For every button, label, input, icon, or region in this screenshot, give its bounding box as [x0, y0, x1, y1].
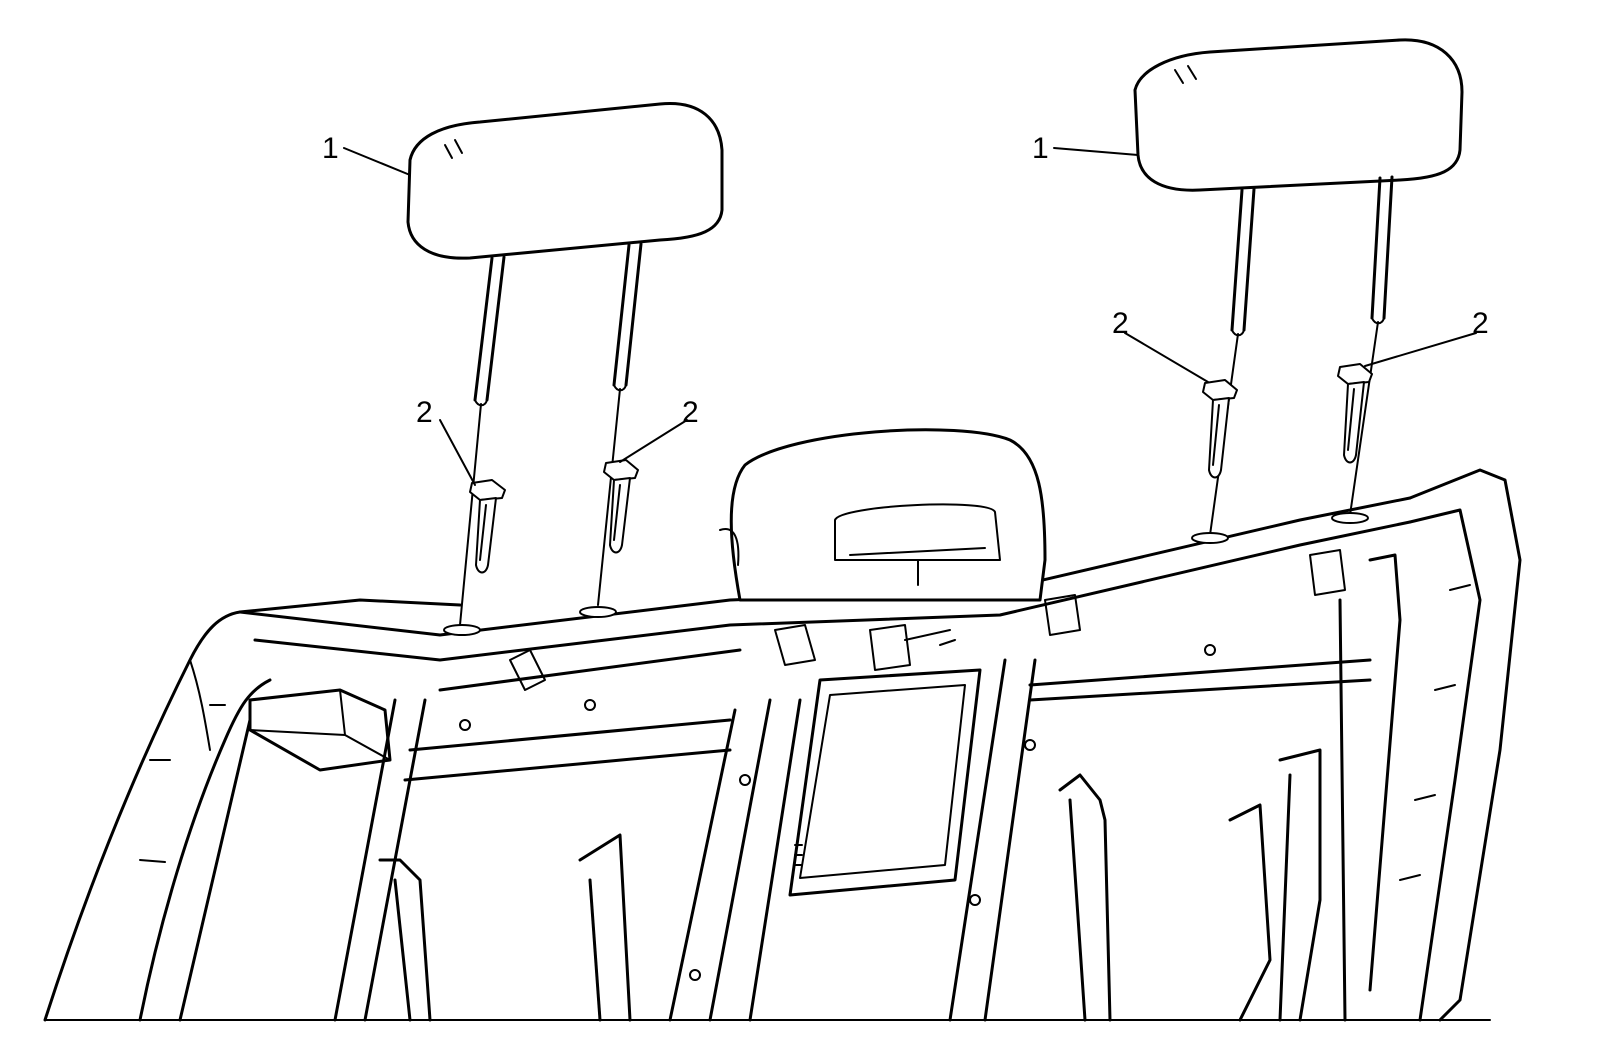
callout-2-left-a: 2 [416, 396, 433, 429]
latch-details [459, 549, 1346, 981]
guide-right-1 [1202, 379, 1238, 479]
left-headrest [406, 102, 724, 626]
callout-2-left-b: 2 [682, 396, 699, 429]
guide-left-1 [469, 479, 506, 574]
mounting-holes [443, 512, 1369, 636]
callout-1-left: 1 [322, 132, 339, 165]
callout-2-right-a: 2 [1112, 307, 1129, 340]
guide-left-2 [603, 459, 639, 554]
seatback-frame [43, 468, 1522, 1022]
callout-1-right: 1 [1032, 132, 1049, 165]
right-headrest [1133, 38, 1464, 536]
callout-labels: 1 1 2 2 2 2 [322, 132, 1489, 429]
leader-lines [343, 147, 1477, 486]
callout-2-right-b: 2 [1472, 307, 1489, 340]
guide-right-2 [1337, 363, 1373, 464]
center-headrest [719, 428, 1047, 602]
